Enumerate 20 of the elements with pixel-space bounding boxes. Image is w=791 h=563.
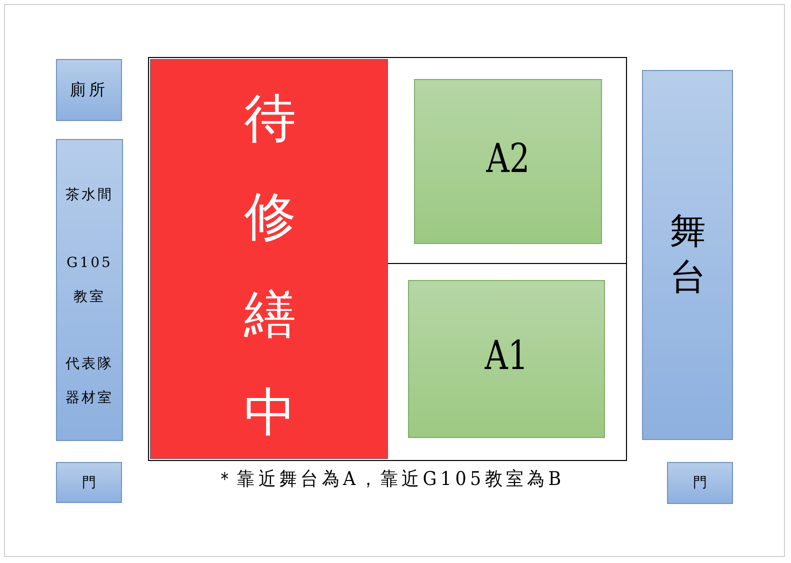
closed-label: 待修繕中 (242, 88, 297, 445)
door-label: 門 (692, 474, 708, 492)
closed-area-box (150, 59, 388, 459)
footnote: ＊靠近舞台為A，靠近G105教室為B (216, 467, 565, 492)
room-label: 廁所 (69, 80, 109, 101)
room-box (56, 139, 123, 441)
seat-area-box (408, 280, 605, 438)
area-frame (148, 57, 627, 461)
seat-label: A2 (485, 136, 531, 182)
room-box (56, 59, 122, 121)
room-label: 茶水間 (64, 186, 114, 205)
room-label: G105 教室 (66, 254, 114, 307)
door-box (56, 462, 122, 503)
seat-label: A1 (484, 333, 530, 379)
seat-area-box (414, 79, 602, 244)
door-label: 門 (81, 474, 97, 492)
room-label: 代表隊器材室 (64, 355, 114, 408)
stage-box (642, 70, 733, 440)
door-box (667, 462, 733, 504)
stage-label: 舞台 (669, 210, 707, 300)
